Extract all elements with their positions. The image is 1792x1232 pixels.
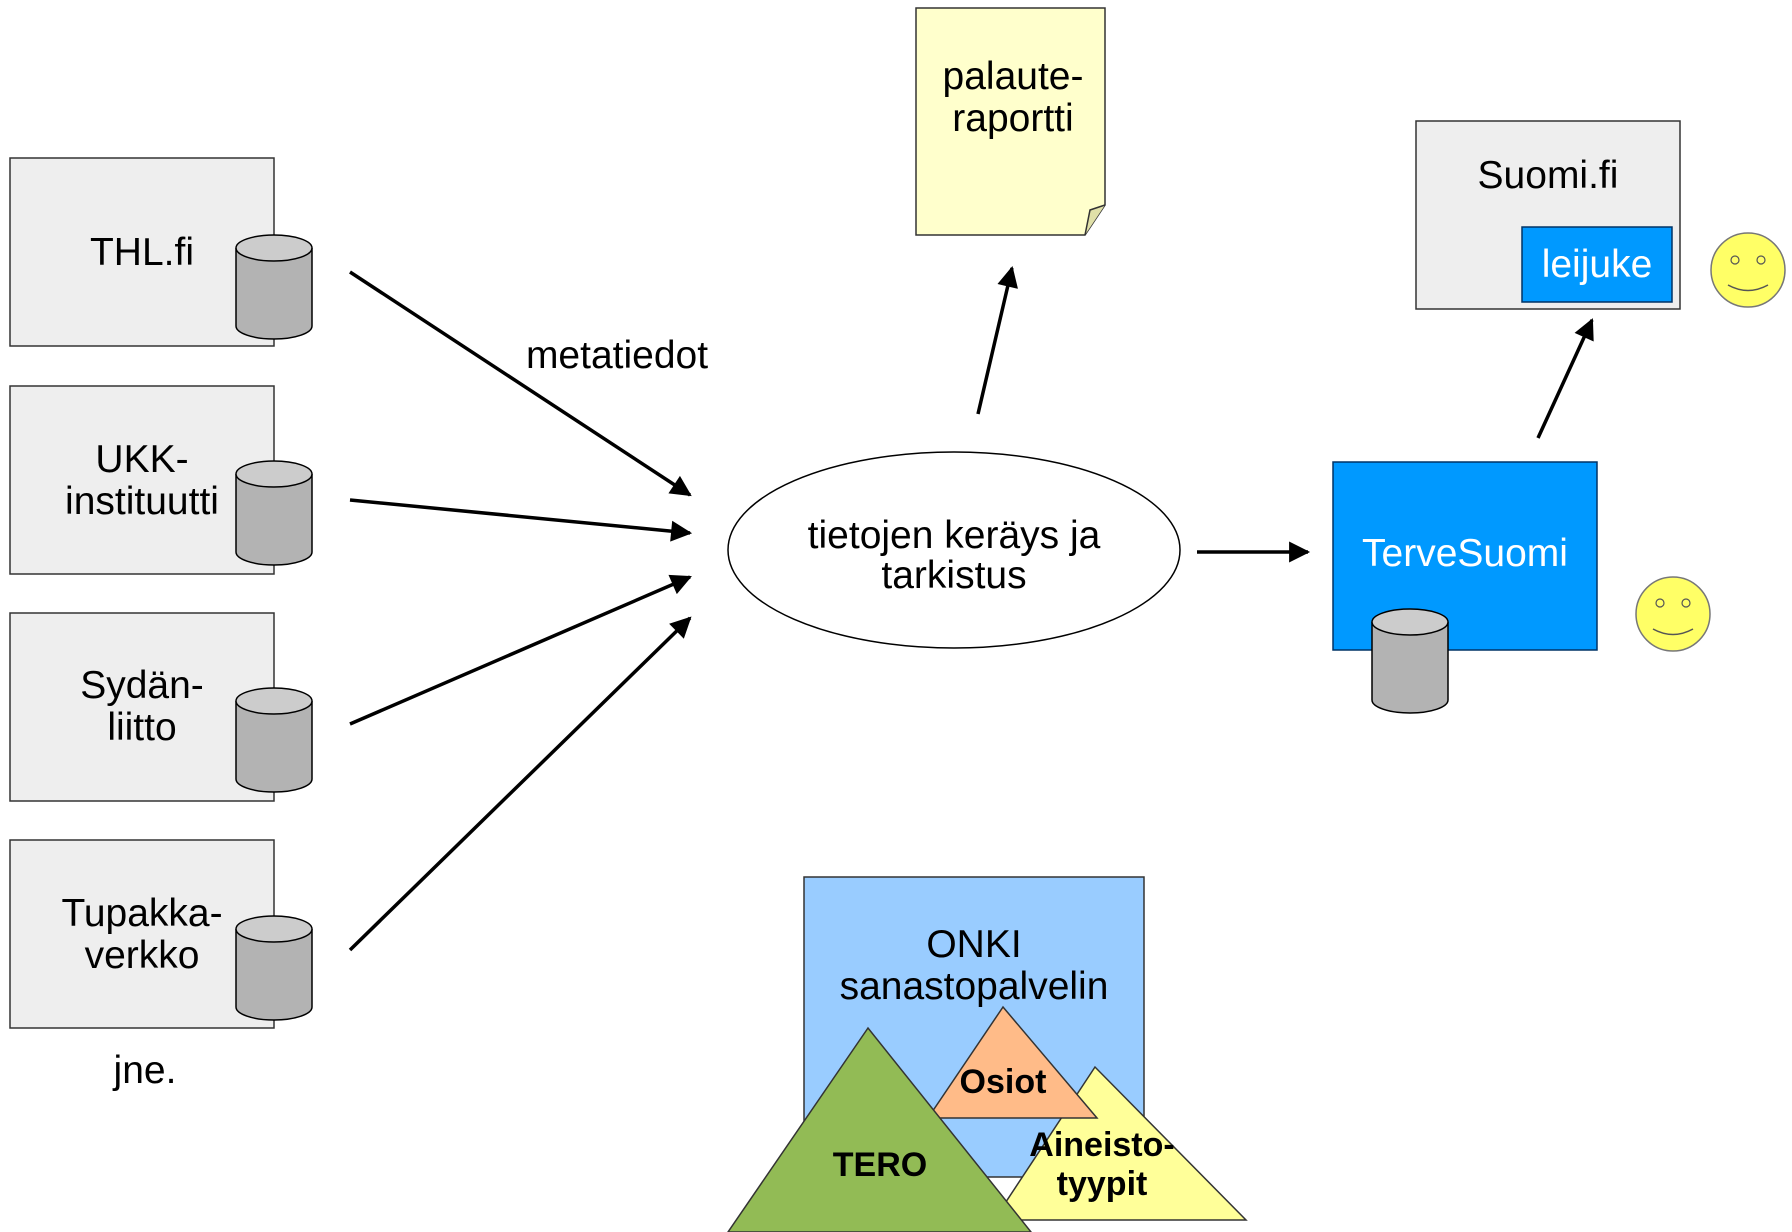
process-label-1: tietojen keräys ja [808, 514, 1101, 557]
report-label-1: palaute- [943, 55, 1084, 98]
process-label-2: tarkistus [881, 554, 1026, 597]
tervesuomi-label: TerveSuomi [1362, 532, 1568, 575]
onki-label-1: ONKI [926, 923, 1021, 966]
arrow-tupakkaverkko [348, 616, 692, 952]
onki-label-2: sanastopalvelin [840, 965, 1109, 1008]
widget-label: leijuke [1542, 243, 1653, 286]
smiley-icon [1635, 576, 1711, 652]
source-sydanliitto-label-1: Sydän- [80, 664, 204, 707]
source-box-tupakkaverkko: Tupakka- verkko [9, 839, 313, 1029]
arrow-ukk [349, 498, 693, 542]
source-tupakkaverkko-label-1: Tupakka- [61, 892, 222, 935]
source-box-ukk: UKK- instituutti [9, 385, 313, 575]
smiley-icon [1710, 232, 1786, 308]
vocab-tero: TERO [727, 1026, 1032, 1232]
arrow-sydanliitto [349, 574, 692, 726]
arrow-to-report [976, 265, 1018, 415]
report-document: palaute- raportti [915, 7, 1106, 236]
vocab-osiot: Osiot [926, 1005, 1099, 1119]
database-icon [235, 687, 313, 793]
source-thl-label: THL.fi [90, 231, 194, 274]
database-icon [235, 915, 313, 1021]
tero-label: TERO [833, 1146, 927, 1184]
database-icon [235, 460, 313, 566]
suomifi-box: Suomi.fi leijuke [1415, 120, 1681, 310]
arrow-to-suomifi [1536, 318, 1594, 439]
metadata-label: metatiedot [526, 334, 708, 377]
osiot-label: Osiot [960, 1063, 1047, 1101]
process-node: tietojen keräys ja tarkistus [727, 451, 1181, 649]
aineisto-label-2: tyypit [1057, 1165, 1148, 1203]
database-icon [235, 234, 313, 340]
source-box-thl: THL.fi [9, 157, 313, 347]
database-icon [1371, 608, 1449, 714]
source-ukk-label-2: instituutti [65, 480, 219, 523]
widget-box [1521, 226, 1673, 303]
aineisto-label-1: Aineisto- [1029, 1126, 1174, 1164]
source-arrows [348, 270, 693, 952]
arrow-thl [349, 270, 692, 497]
source-tupakkaverkko-label-2: verkko [85, 934, 200, 977]
tervesuomi-box: TerveSuomi [1332, 461, 1598, 714]
source-sydanliitto-label-2: liitto [107, 706, 176, 749]
source-ukk-label-1: UKK- [95, 438, 188, 481]
vocab-aineistotyypit: Aineisto- tyypit [992, 1065, 1248, 1221]
source-box-sydanliitto: Sydän- liitto [9, 612, 313, 802]
report-label-2: raportti [952, 97, 1073, 140]
suomifi-label: Suomi.fi [1478, 154, 1619, 197]
sources-more-label: jne. [113, 1049, 177, 1092]
